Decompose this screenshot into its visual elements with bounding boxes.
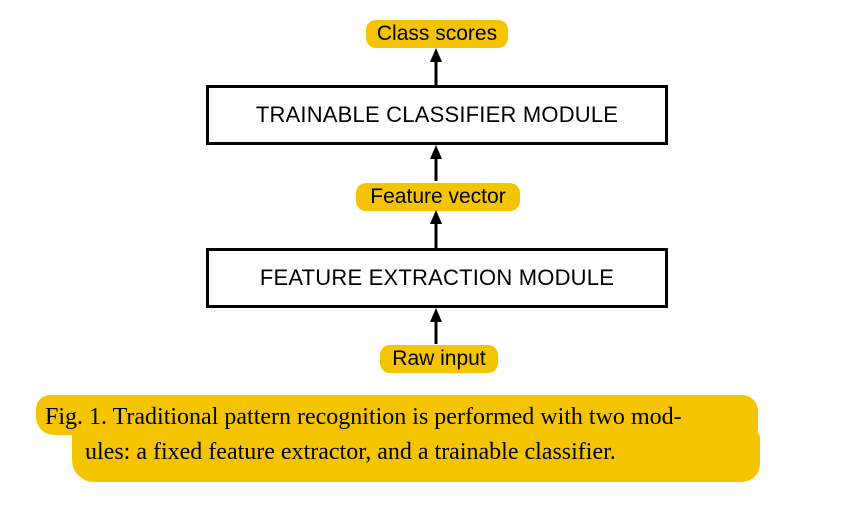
arrow-up-icon [430,210,442,248]
extractor-module-label: FEATURE EXTRACTION MODULE [259,265,615,290]
trainable-classifier-module: TRAINABLE CLASSIFIER MODULE [206,85,668,145]
class-scores-label: Class scores [366,20,508,48]
caption-main-text: Fig. 1. Traditional pattern recognition … [45,404,625,430]
raw-input-label: Raw input [380,345,498,373]
caption-highlight [36,395,758,435]
caption-highlight [72,430,760,482]
feature-vector-label: Feature vector [356,183,520,211]
figure-caption-line-1: Fig. 1. Traditional pattern recognition … [45,401,682,434]
arrow-up-icon [430,48,442,86]
arrow-up-icon [430,308,442,344]
arrow-up-icon [430,145,442,181]
figure-caption-line-2: ules: a fixed feature extractor, and a t… [85,439,616,465]
feature-extraction-module: FEATURE EXTRACTION MODULE [206,248,668,308]
caption-tail-text: mod- [624,404,682,430]
classifier-module-label: TRAINABLE CLASSIFIER MODULE [255,102,619,127]
